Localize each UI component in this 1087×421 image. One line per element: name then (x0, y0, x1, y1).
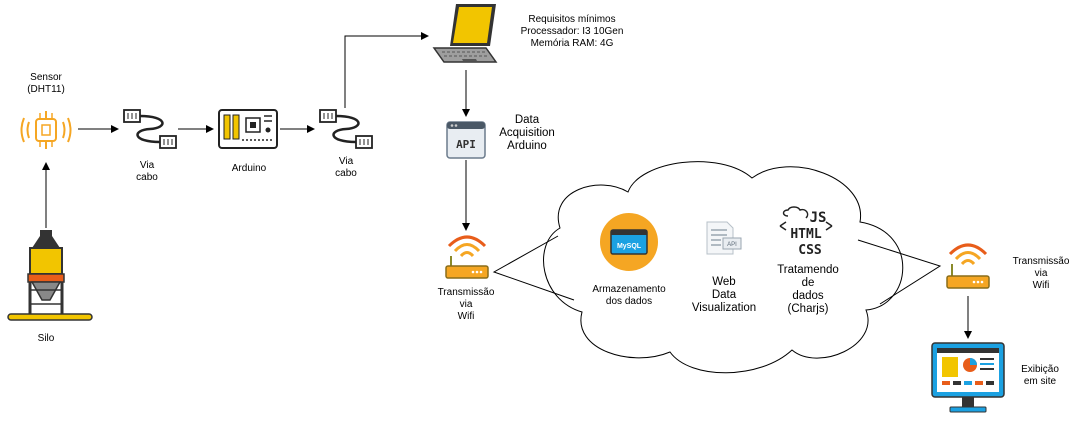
svg-text:JS: JS (810, 210, 827, 226)
arduino-board-icon (218, 108, 278, 150)
svg-text:API: API (727, 242, 737, 248)
cable-icon (122, 108, 178, 150)
display-label: Exibição em site (1021, 364, 1059, 387)
monitor-icon (930, 341, 1006, 415)
wifi-router-icon (443, 232, 491, 282)
callout-right (857, 239, 942, 305)
wifi-right-label: Transmissão via Wifi (1012, 256, 1070, 291)
callout-left (492, 235, 575, 301)
arduino-label: Arduino (231, 163, 267, 174)
mysql-icon: MySQL (599, 212, 659, 272)
wifi-left-label: Transmissão via Wifi (437, 287, 495, 322)
silo-label: Silo (37, 333, 55, 344)
api-document-icon: API (703, 220, 743, 258)
api-block-icon: API (446, 121, 486, 159)
svg-text:HTML: HTML (790, 227, 821, 242)
data-acquisition-label: Data Acquisition Arduino (499, 114, 555, 152)
cloud-shape (543, 161, 904, 374)
svg-text:API: API (456, 138, 476, 151)
sensor-label: Sensor(DHT11) (27, 72, 65, 95)
silo-icon (6, 228, 94, 324)
cable-icon (318, 108, 374, 150)
laptop-icon (432, 2, 500, 66)
web-data-visualization-label: Web Data Visualization (691, 276, 757, 314)
storage-label: Armazenamento dos dados (592, 284, 666, 307)
edge-cable2-laptop (344, 32, 429, 108)
requirements-label: Requisitos mínimos Processador: I3 10Gen… (520, 14, 624, 49)
sensor-icon (18, 108, 74, 152)
js-html-css-icon: JS HTML CSS (776, 206, 836, 258)
svg-text:CSS: CSS (798, 243, 822, 258)
svg-text:MySQL: MySQL (617, 243, 642, 250)
processing-label: Tratamendo de dados (Charjs) (777, 264, 839, 315)
wifi-router-icon (944, 240, 992, 292)
